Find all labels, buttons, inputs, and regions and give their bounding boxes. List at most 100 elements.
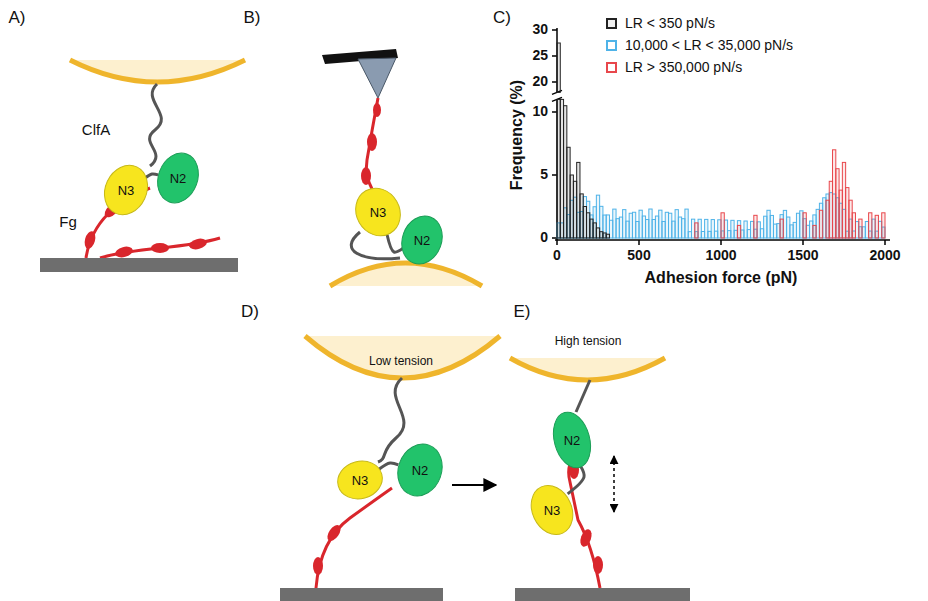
tick-label: 10 bbox=[532, 104, 548, 119]
fibrinogen-chain-e bbox=[593, 556, 603, 574]
legend-label: LR > 350,000 pN/s bbox=[625, 59, 742, 75]
axis-title: Adhesion force (pN) bbox=[645, 269, 798, 287]
panel-letter: Fg bbox=[59, 214, 77, 231]
domain-label: N2 bbox=[170, 171, 187, 186]
transition-arrow bbox=[452, 485, 496, 486]
clfa-strand-a bbox=[150, 84, 162, 166]
legend-swatch bbox=[606, 40, 617, 51]
histogram-bar bbox=[557, 43, 560, 92]
histogram-bar bbox=[754, 215, 757, 238]
domain-ellipse-shape bbox=[347, 180, 409, 244]
tick-label: 1000 bbox=[705, 248, 736, 263]
fibrinogen-chain-b bbox=[361, 167, 371, 185]
histogram-bar bbox=[721, 213, 724, 238]
fibrinogen-chain-a bbox=[83, 188, 220, 259]
tension-double-arrow bbox=[613, 456, 615, 512]
fibrinogen-chain-d bbox=[316, 488, 392, 588]
histogram-bar bbox=[813, 225, 816, 238]
clfa-strand-d bbox=[378, 378, 404, 462]
protein-domain: N2 bbox=[554, 411, 590, 469]
protein-domain: N3 bbox=[105, 164, 147, 216]
domain-label: N3 bbox=[544, 503, 561, 518]
clfa-loop-b bbox=[351, 232, 400, 259]
y-tick bbox=[552, 81, 557, 83]
domain-ellipse-shape bbox=[333, 456, 386, 504]
bead-bottom-b bbox=[330, 263, 482, 286]
domain-label: N3 bbox=[118, 183, 135, 198]
histogram-chart bbox=[552, 28, 890, 245]
histogram-bar bbox=[695, 223, 698, 238]
legend-row: LR < 350 pN/s bbox=[606, 15, 715, 31]
transition-arrow bbox=[452, 484, 496, 486]
protein-domain: N2 bbox=[158, 152, 198, 204]
x-tick bbox=[638, 240, 640, 245]
domain-ellipse-shape bbox=[548, 408, 597, 472]
bead-top-d bbox=[305, 336, 500, 378]
substrate-e bbox=[515, 588, 690, 601]
fibrinogen-chain-a bbox=[114, 245, 134, 259]
panel-letter: B) bbox=[244, 9, 261, 28]
fibrinogen-chain-a bbox=[188, 237, 208, 251]
protein-domain: N2 bbox=[402, 215, 442, 265]
fibrinogen-chain-b bbox=[373, 103, 381, 117]
domain-ellipse-shape bbox=[523, 479, 580, 542]
x-tick bbox=[802, 240, 804, 245]
tick-label: 500 bbox=[627, 248, 650, 263]
x-axis bbox=[555, 239, 890, 241]
protein-domain: N3 bbox=[337, 461, 383, 499]
substrate-d bbox=[280, 588, 443, 601]
clfa-strand-d bbox=[378, 378, 404, 462]
tick-label: 2000 bbox=[869, 248, 900, 263]
domain-ellipse-shape bbox=[97, 158, 156, 222]
histogram-bar bbox=[859, 219, 862, 238]
domain-label: N3 bbox=[352, 473, 369, 488]
domain-label: N2 bbox=[414, 233, 431, 248]
histogram-bar bbox=[780, 219, 783, 238]
bead-top-d bbox=[305, 336, 500, 378]
y-tick bbox=[552, 174, 557, 176]
fibrinogen-chain-b bbox=[367, 133, 377, 151]
histogram-bar bbox=[737, 225, 740, 238]
fibrinogen-chain-e bbox=[569, 458, 603, 588]
fibrinogen-chain-a bbox=[83, 230, 97, 250]
bead-top-e bbox=[510, 358, 665, 380]
legend-label: LR < 350 pN/s bbox=[625, 15, 715, 31]
tick-label: 30 bbox=[532, 22, 548, 37]
legend-swatch bbox=[606, 62, 617, 73]
bead-top-a bbox=[70, 60, 245, 82]
domain-ellipse-shape bbox=[391, 438, 450, 502]
tick-label: 1500 bbox=[787, 248, 818, 263]
histogram-bar bbox=[803, 213, 806, 238]
histogram-bar bbox=[882, 213, 885, 238]
bead-top-a bbox=[70, 60, 245, 82]
panel-letter: E) bbox=[514, 303, 531, 322]
afm-tip bbox=[358, 58, 396, 98]
afm-tip bbox=[322, 49, 398, 98]
axis-title: Frequency (%) bbox=[508, 80, 526, 190]
bead-top-a bbox=[70, 60, 245, 82]
bead-bottom-b bbox=[330, 263, 482, 286]
histogram-bar bbox=[737, 221, 740, 238]
annotation-label: Low tension bbox=[369, 355, 433, 368]
y-tick bbox=[552, 111, 557, 113]
domain-label: N2 bbox=[412, 463, 429, 478]
legend-row: LR > 350,000 pN/s bbox=[606, 59, 742, 75]
histogram-bar bbox=[819, 210, 822, 238]
tension-double-arrow bbox=[614, 456, 615, 512]
protein-domain: N3 bbox=[532, 484, 572, 536]
substrate-a bbox=[40, 258, 238, 272]
panel-letter: D) bbox=[241, 303, 259, 322]
y-tick bbox=[552, 55, 557, 57]
histogram-bar bbox=[869, 213, 872, 238]
tick-label: 0 bbox=[553, 248, 561, 263]
linker-connector bbox=[568, 466, 584, 494]
linker-connector bbox=[387, 235, 403, 252]
panel-letter: A) bbox=[9, 9, 26, 28]
x-tick bbox=[556, 240, 558, 245]
clfa-strand-e bbox=[576, 380, 590, 412]
bead-bottom-b bbox=[330, 263, 482, 286]
tick-label: 0 bbox=[540, 230, 548, 245]
protein-domain: N3 bbox=[356, 187, 400, 237]
